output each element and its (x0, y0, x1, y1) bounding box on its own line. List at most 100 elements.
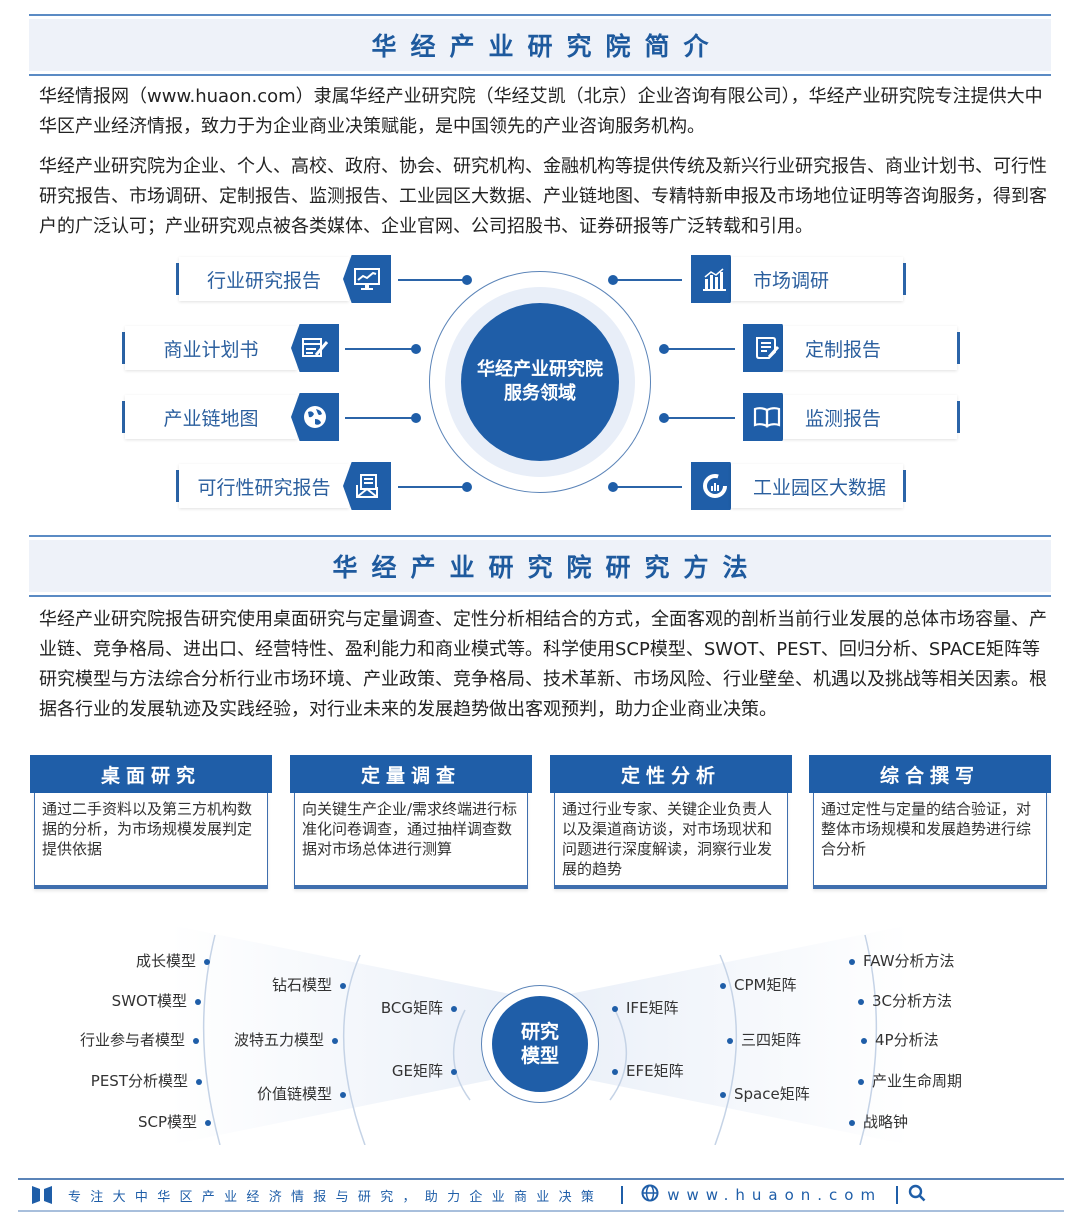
model-item: 波特五力模型 (234, 1029, 338, 1050)
envelope-report-icon (343, 462, 391, 510)
bullet-dot-icon (193, 1037, 199, 1044)
method-card-comprehensive-writing: 综合撰写 通过定性与定量的结合验证，对整体市场规模和发展趋势进行综合分析 (809, 755, 1051, 889)
service-item-business-plan[interactable]: 商业计划书 (122, 324, 339, 372)
bullet-dot-icon (340, 1091, 346, 1098)
hub-title-line2: 服务领域 (504, 383, 576, 404)
globe-icon (641, 1184, 659, 1206)
bullet-dot-icon (612, 1068, 618, 1075)
bullet-dot-icon (332, 1037, 338, 1044)
card-title: 桌面研究 (30, 755, 272, 793)
model-hub: 研究 模型 (492, 996, 588, 1092)
connector-line (345, 413, 421, 423)
divider (29, 14, 1051, 16)
model-item: 3C分析方法 (858, 990, 952, 1011)
model-item: FAW分析方法 (849, 950, 955, 971)
card-body: 通过定性与定量的结合验证，对整体市场规模和发展趋势进行综合分析 (813, 793, 1047, 889)
model-item: CPM矩阵 (720, 974, 796, 995)
service-label: 可行性研究报告 (197, 476, 331, 499)
model-item: 4P分析法 (861, 1029, 939, 1050)
model-item: Space矩阵 (720, 1083, 810, 1104)
connector-line (608, 275, 682, 285)
service-item-feasibility-report[interactable]: 可行性研究报告 (176, 462, 391, 510)
service-label: 产业链地图 (163, 407, 259, 430)
divider (29, 595, 1051, 597)
bullet-dot-icon (849, 958, 855, 965)
intro-paragraph-2: 华经产业研究院为企业、个人、高校、政府、协会、研究机构、金融机构等提供传统及新兴… (39, 156, 1047, 237)
service-item-market-research[interactable]: 市场调研 (691, 255, 906, 303)
card-title: 定量调查 (290, 755, 532, 793)
connector-line (659, 413, 735, 423)
model-item: BCG矩阵 (381, 997, 457, 1018)
connector-line (608, 482, 682, 492)
divider (29, 74, 1051, 76)
document-edit-icon (291, 324, 339, 372)
service-label: 定制报告 (805, 338, 882, 361)
service-item-industry-chain-map[interactable]: 产业链地图 (122, 393, 339, 441)
model-item: SCP模型 (138, 1111, 211, 1132)
card-title: 综合撰写 (809, 755, 1051, 793)
huaon-logo-icon (32, 1186, 52, 1204)
divider (621, 1186, 624, 1204)
service-item-monitoring-report[interactable]: 监测报告 (743, 393, 960, 441)
card-body: 向关键生产企业/需求终端进行标准化问卷调查，通过抽样调查数据对市场总体进行测算 (294, 793, 528, 889)
service-item-custom-report[interactable]: 定制报告 (743, 324, 960, 372)
connector-line (398, 482, 472, 492)
card-body: 通过行业专家、关键企业负责人以及渠道商访谈，对市场现状和问题进行深度解读，洞察行… (554, 793, 788, 889)
method-card-desk-research: 桌面研究 通过二手资料以及第三方机构数据的分析，为市场规模发展判定提供依据 (30, 755, 272, 889)
services-hub: 华经产业研究院 服务领域 (461, 303, 619, 461)
model-item: PEST分析模型 (91, 1070, 202, 1091)
model-item: 三四矩阵 (727, 1029, 801, 1050)
card-body: 通过二手资料以及第三方机构数据的分析，为市场规模发展判定提供依据 (34, 793, 268, 889)
model-hub-line1: 研究 (520, 1021, 559, 1043)
model-item: 行业参与者模型 (80, 1029, 199, 1050)
model-item: 价值链模型 (257, 1083, 346, 1104)
intro-title: 华经产业研究院简介 (371, 32, 723, 61)
model-hub-line2: 模型 (520, 1045, 559, 1067)
bullet-dot-icon (451, 1068, 457, 1075)
methods-title: 华经产业研究院研究方法 (332, 553, 762, 582)
bullet-dot-icon (720, 982, 726, 989)
bullet-dot-icon (858, 1078, 864, 1085)
methods-section-header: 华经产业研究院研究方法 (29, 535, 1051, 597)
model-item: 产业生命周期 (858, 1070, 962, 1091)
monitor-chart-icon (343, 255, 391, 303)
bullet-dot-icon (612, 1005, 618, 1012)
service-label: 工业园区大数据 (753, 476, 887, 499)
service-label: 商业计划书 (163, 338, 259, 361)
method-card-quantitative-survey: 定量调查 向关键生产企业/需求终端进行标准化问卷调查，通过抽样调查数据对市场总体… (290, 755, 532, 889)
service-item-industry-report[interactable]: 行业研究报告 (176, 255, 391, 303)
globe-icon (291, 393, 339, 441)
bullet-dot-icon (849, 1119, 855, 1126)
service-label: 监测报告 (805, 407, 882, 430)
method-card-qualitative-analysis: 定性分析 通过行业专家、关键企业负责人以及渠道商访谈，对市场现状和问题进行深度解… (550, 755, 792, 889)
footer-bar: 专注大中华区产业经济情报与研究，助力企业商业决策 www.huaon.com (18, 1178, 1064, 1212)
bullet-dot-icon (861, 1037, 867, 1044)
divider (896, 1186, 899, 1204)
search-icon[interactable] (908, 1184, 926, 1206)
model-item: GE矩阵 (392, 1060, 457, 1081)
bullet-dot-icon (196, 1078, 202, 1085)
card-title: 定性分析 (550, 755, 792, 793)
connector-line (659, 344, 735, 354)
connector-line (345, 344, 421, 354)
model-item: 钻石模型 (272, 974, 346, 995)
model-item: EFE矩阵 (612, 1060, 684, 1081)
bullet-dot-icon (195, 998, 201, 1005)
footer-slogan: 专注大中华区产业经济情报与研究，助力企业商业决策 (68, 1189, 604, 1205)
intro-paragraph-1: 华经情报网（www.huaon.com）隶属华经产业研究院（华经艾凯（北京）企业… (39, 86, 1043, 137)
bullet-dot-icon (451, 1005, 457, 1012)
model-item: 战略钟 (849, 1111, 908, 1132)
divider (29, 535, 1051, 537)
service-item-industrial-park-data[interactable]: 工业园区大数据 (691, 462, 906, 510)
service-label: 行业研究报告 (206, 269, 321, 292)
model-item: IFE矩阵 (612, 997, 679, 1018)
model-item: SWOT模型 (112, 990, 201, 1011)
bullet-dot-icon (340, 982, 346, 989)
service-label: 市场调研 (753, 269, 830, 292)
bullet-dot-icon (858, 998, 864, 1005)
bullet-dot-icon (720, 1091, 726, 1098)
connector-line (398, 275, 472, 285)
footer-url-link[interactable]: www.huaon.com (667, 1186, 883, 1204)
bullet-dot-icon (205, 1119, 211, 1126)
model-item: 成长模型 (136, 950, 210, 971)
